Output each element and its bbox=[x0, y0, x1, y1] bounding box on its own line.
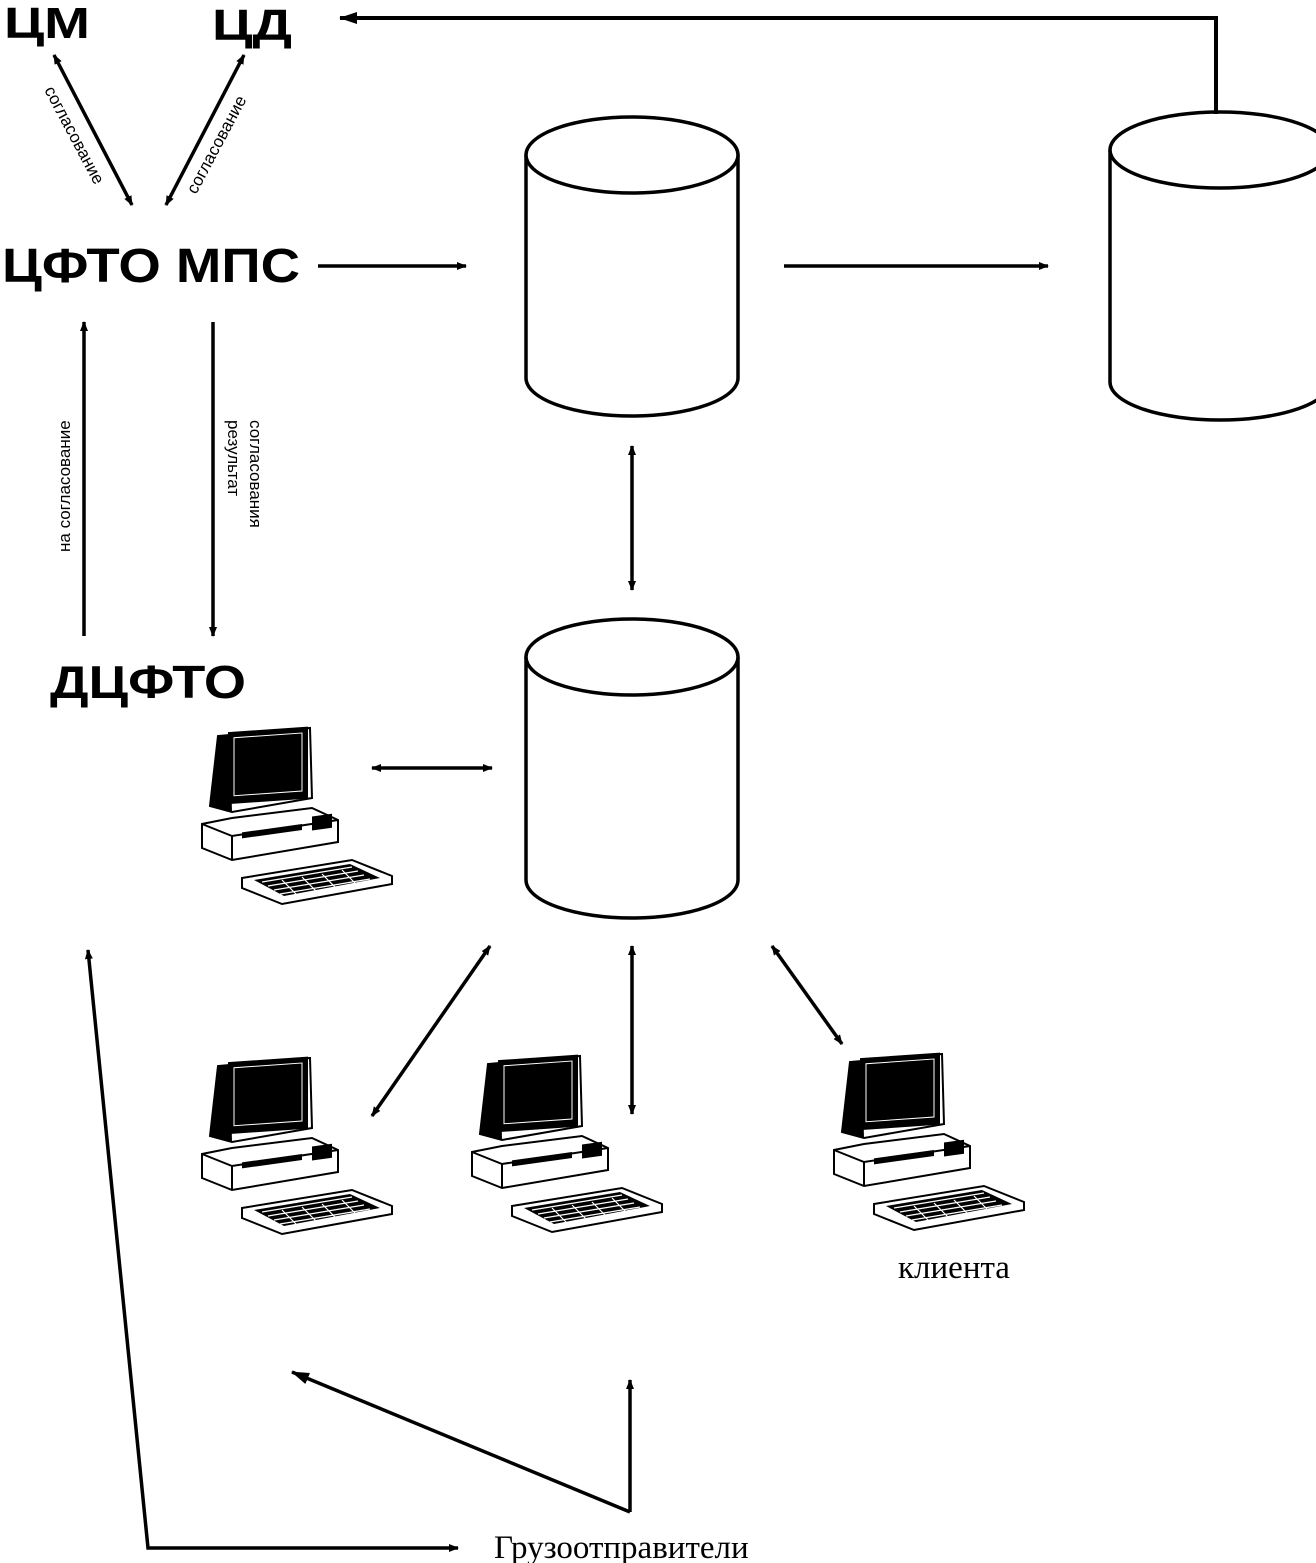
arrow-db-road-arm-ds bbox=[370, 945, 492, 1117]
label-for-approval: на согласование bbox=[55, 420, 74, 552]
computer-icon-arm-ds bbox=[201, 1055, 393, 1235]
node-cd: ЦД bbox=[212, 1, 292, 50]
label-approval-result-line1: результат bbox=[224, 420, 243, 496]
node-cm: ЦМ bbox=[4, 0, 90, 48]
disp-cylinder bbox=[1108, 110, 1316, 422]
label-approval-result-line2: согласования bbox=[246, 420, 265, 528]
node-cfto-mps: ЦФТО МПС bbox=[2, 240, 300, 293]
client-label: клиента bbox=[898, 1250, 1010, 1286]
computer-icon-arm-agent bbox=[201, 725, 393, 905]
computer-icon-client bbox=[833, 1051, 1025, 1231]
arrow-cfto-cd bbox=[164, 54, 246, 206]
db-road-cylinder bbox=[524, 617, 740, 920]
arrow-cfto-cm bbox=[52, 54, 134, 206]
label-to-cm: согласование bbox=[40, 83, 108, 187]
arrow-db-road-client bbox=[770, 944, 844, 1046]
arrow-shippers-to-dcfto bbox=[84, 949, 459, 1552]
label-approval-result: результат согласования bbox=[224, 420, 265, 528]
db-network-cylinder bbox=[524, 115, 740, 418]
arrow-disp-to-cd bbox=[339, 12, 1218, 114]
arrow-shippers-to-arm-ds bbox=[291, 1370, 631, 1514]
shippers-label: Грузоотправители bbox=[494, 1530, 749, 1563]
node-dcfto: ДЦФТО bbox=[50, 656, 246, 708]
